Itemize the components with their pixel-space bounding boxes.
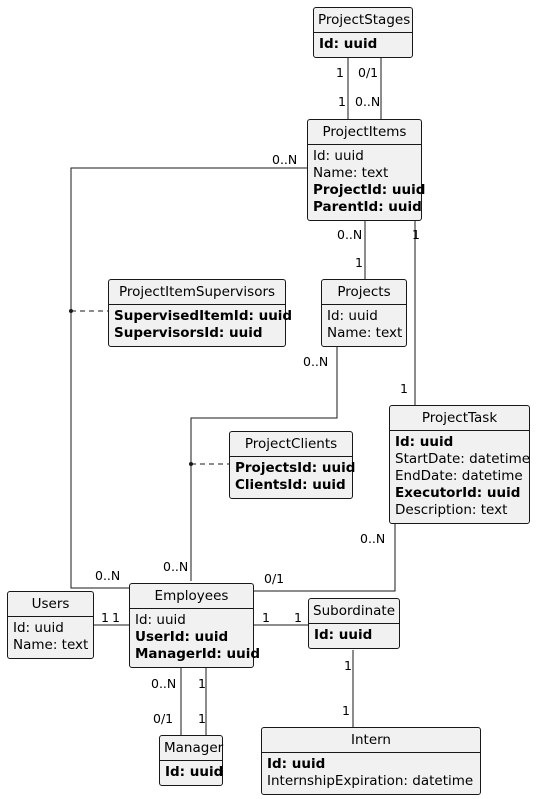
multiplicity-label: 0..N	[95, 568, 121, 583]
entity-field: Id: uuid	[319, 36, 378, 52]
multiplicity-label: 1	[101, 610, 109, 625]
multiplicity-label: 0..N	[337, 227, 363, 242]
multiplicity-label: 1	[342, 703, 350, 718]
multiplicity-label: 0/1	[264, 571, 285, 586]
multiplicity-label: 1	[355, 255, 363, 270]
entity-name: Employees	[130, 584, 253, 609]
entity-field: Description: text	[395, 502, 508, 518]
line-items-users	[70, 167, 307, 589]
multiplicity-label: 1	[294, 610, 302, 625]
entity-field: SupervisedItemId: uuid	[114, 308, 293, 324]
entity-field: Id: uuid	[135, 612, 186, 628]
entity-name: ProjectTask	[390, 406, 529, 431]
entity-field: Name: text	[313, 165, 389, 181]
entity-name: Subordinate	[309, 599, 399, 624]
entity-name: Intern	[262, 728, 480, 753]
multiplicity-label: 0..N	[360, 531, 386, 546]
entity-fields: Id: uuid	[160, 761, 224, 785]
entity-name: ProjectItemSupervisors	[109, 280, 285, 305]
entity-fields: Id: uuid	[314, 33, 412, 57]
multiplicity-label: 1	[400, 381, 408, 396]
entity-field: EndDate: datetime	[395, 468, 523, 484]
entity-field: ParentId: uuid	[313, 199, 422, 215]
entity-name: ProjectStages	[314, 8, 412, 33]
multiplicity-label: 0..N	[272, 152, 298, 167]
multiplicity-label: 1	[344, 658, 352, 673]
entity-field: ManagerId: uuid	[135, 646, 261, 662]
line-projects-employees	[190, 345, 338, 581]
entity-field: Id: uuid	[165, 764, 224, 780]
multiplicity-label: 0/1	[153, 711, 174, 726]
entity-field: InternshipExpiration: datetime	[267, 773, 474, 789]
entity-field: Name: text	[327, 325, 403, 341]
association-dot	[69, 309, 73, 313]
entity-field: Name: text	[13, 637, 89, 653]
multiplicity-label: 1	[338, 94, 346, 109]
multiplicity-label: 0..N	[151, 676, 177, 691]
entity-field: SupervisorsId: uuid	[114, 325, 263, 341]
multiplicity-label: 1	[112, 610, 120, 625]
multiplicity-label: 1	[262, 610, 270, 625]
entity-field: StartDate: datetime	[395, 451, 531, 467]
entity-field: ClientsId: uuid	[235, 477, 346, 493]
entity-fields: Id: uuid	[309, 624, 399, 648]
entity-field: ProjectId: uuid	[313, 182, 426, 198]
entity-field: Id: uuid	[395, 434, 454, 450]
multiplicity-label: 1	[198, 676, 206, 691]
entity-name: Users	[8, 592, 93, 617]
entity-name: ProjectItems	[308, 120, 421, 145]
entity-name: Projects	[322, 280, 406, 305]
entity-field: Id: uuid	[313, 148, 364, 164]
entity-name: ProjectClients	[230, 432, 352, 457]
multiplicity-label: 1	[412, 227, 420, 242]
entity-field: Id: uuid	[327, 308, 378, 324]
entity-field: UserId: uuid	[135, 629, 229, 645]
entity-field: ProjectsId: uuid	[235, 460, 356, 476]
association-dot	[189, 462, 193, 466]
multiplicity-label: 1	[336, 65, 344, 80]
multiplicity-label: 0..N	[303, 354, 329, 369]
multiplicity-label: 1	[198, 711, 206, 726]
multiplicity-label: 0..N	[355, 94, 381, 109]
entity-field: Id: uuid	[13, 620, 64, 636]
entity-field: Id: uuid	[314, 627, 373, 643]
entity-field: Id: uuid	[267, 756, 326, 772]
line-task-employees	[254, 520, 396, 592]
multiplicity-label: 0..N	[163, 559, 189, 574]
multiplicity-label: 0/1	[358, 65, 379, 80]
entity-field: ExecutorId: uuid	[395, 485, 521, 501]
entity-name: Manager	[160, 736, 223, 761]
